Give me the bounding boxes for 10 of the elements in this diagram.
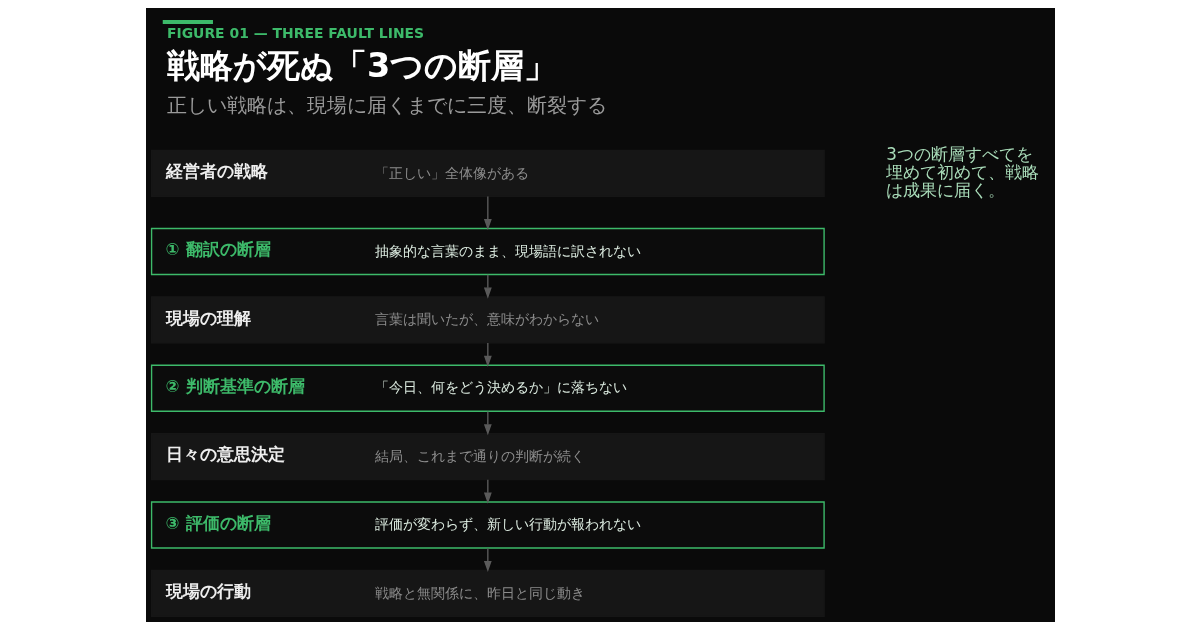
arrow [483,195,492,231]
diagram-title: 戦略が死ぬ「3つの断層」 [166,46,557,86]
label: 3つの断層すべてを埋めて初めて、戦略は成果に届く。 [885,143,1039,200]
arrow [483,342,492,367]
arrow [483,274,492,299]
label: FIGURE 01 — THREE FAULT LINES [166,25,424,42]
arrow [483,479,492,504]
label: 正しい戦略は、現場に届くまでに三度、断裂する [166,94,607,118]
arrow [483,547,492,573]
arrow [483,410,492,436]
